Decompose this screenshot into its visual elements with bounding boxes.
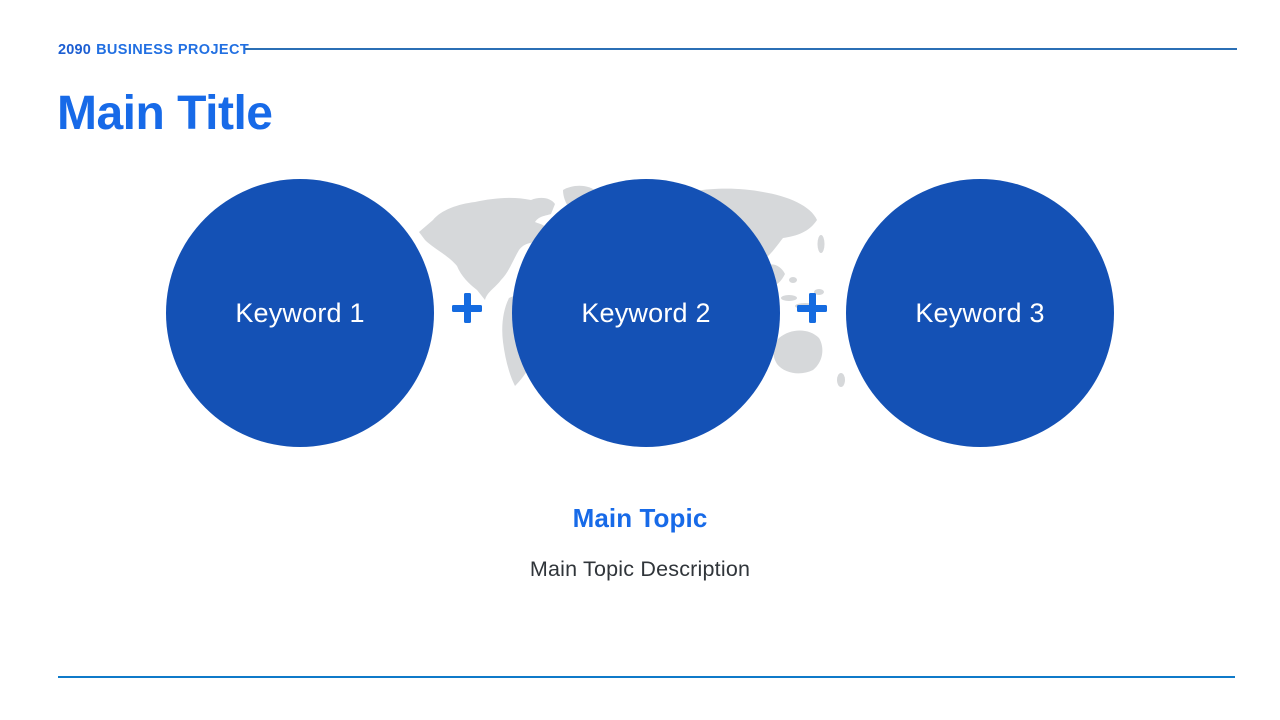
keyword-1-label: Keyword 1 <box>235 297 365 328</box>
plus-icon <box>797 293 827 323</box>
main-topic-description: Main Topic Description <box>529 557 751 581</box>
keyword-circle-3: Keyword 3 <box>846 179 1114 447</box>
keyword-circle-1: Keyword 1 <box>166 179 434 447</box>
main-topic-heading: Main Topic <box>572 503 708 533</box>
plus-icon <box>452 293 482 323</box>
keyword-3-label: Keyword 3 <box>915 297 1045 328</box>
header-divider-line <box>245 48 1237 50</box>
footer-divider-line <box>58 676 1235 678</box>
keyword-2-label: Keyword 2 <box>581 297 711 328</box>
eyebrow-label: BUSINESS PROJECT <box>96 42 250 58</box>
keyword-circle-2: Keyword 2 <box>512 179 780 447</box>
eyebrow-number: 2090 <box>58 42 92 58</box>
slide-title: Main Title <box>57 87 273 140</box>
